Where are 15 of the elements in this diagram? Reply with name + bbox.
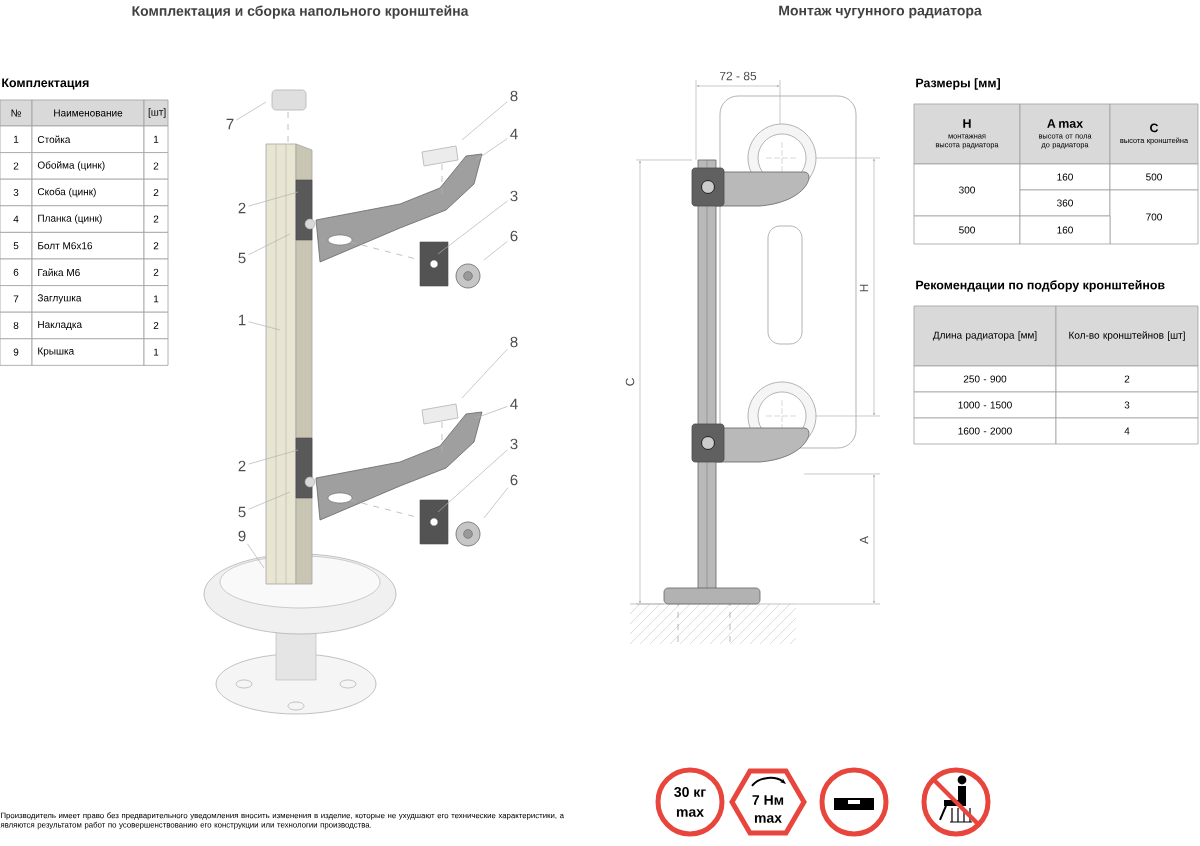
- leader-line: [483, 487, 509, 519]
- leader-line: [248, 449, 299, 465]
- leader-line: [475, 138, 508, 161]
- leader-line: [248, 191, 299, 207]
- leader-line: [248, 321, 281, 331]
- leader-line: [248, 491, 291, 510]
- leader-line: [246, 543, 265, 569]
- leader-line: [461, 348, 508, 399]
- leader-line: [236, 101, 267, 121]
- leader-line: [461, 101, 508, 141]
- leader-line: [483, 240, 508, 261]
- leader-line: [248, 233, 291, 256]
- leader-line: [437, 200, 508, 255]
- leader-line: [475, 406, 508, 419]
- leader-line: [437, 449, 508, 513]
